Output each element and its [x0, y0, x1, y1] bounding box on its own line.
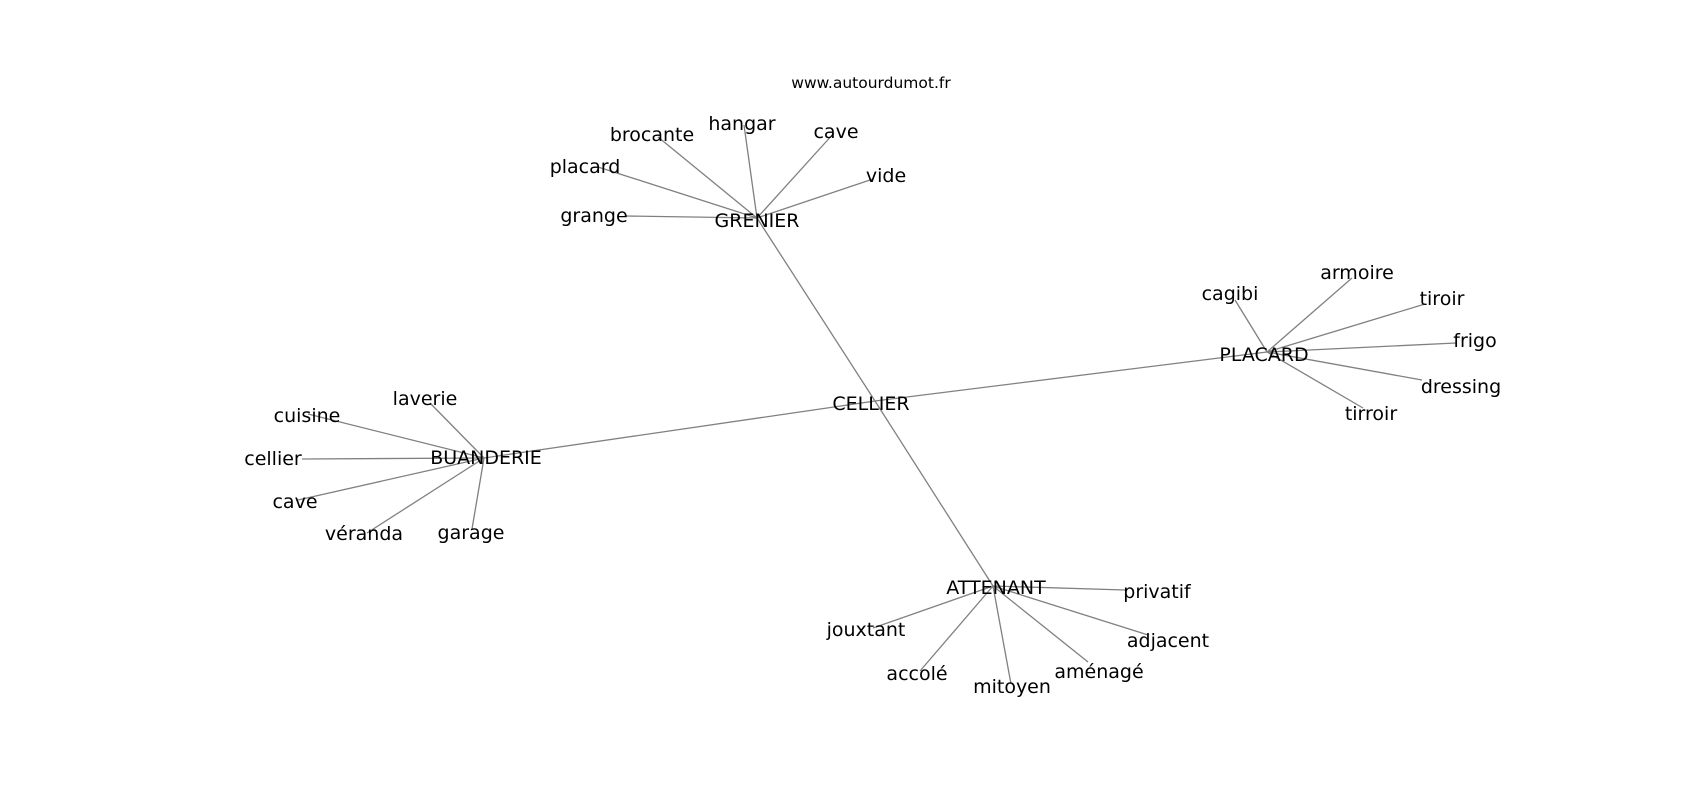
hub-node-label-attenant: ATTENANT [946, 577, 1046, 599]
edge-attenant-privatif [992, 585, 1126, 591]
edge-placard-dressing [1266, 351, 1423, 381]
edge-placard-tiroir [1266, 303, 1426, 353]
edge-grenier-grange [624, 215, 758, 219]
edge-center-attenant [874, 400, 994, 587]
leaf-node-label-buanderie-garage: garage [438, 522, 505, 544]
leaf-node-label-placard-cagibi: cagibi [1202, 283, 1259, 305]
leaf-node-label-attenant-jouxtant: jouxtant [826, 619, 906, 641]
center-node-label: CELLIER [832, 393, 909, 415]
leaf-node-label-buanderie-cuisine: cuisine [274, 405, 341, 427]
watermark-text: www.autourdumot.fr [791, 74, 951, 92]
edge-grenier-placard [597, 166, 758, 219]
leaf-node-label-buanderie-cellier: cellier [244, 448, 302, 470]
leaf-node-label-grenier-cave: cave [813, 121, 858, 143]
leaf-node-label-placard-tiroir: tiroir [1420, 288, 1465, 310]
edge-attenant-accole [919, 585, 994, 672]
leaf-node-label-buanderie-cave: cave [272, 491, 317, 513]
leaf-node-label-placard-armoire: armoire [1320, 262, 1394, 284]
edge-buanderie-veranda [366, 457, 485, 534]
edge-attenant-adjacent [992, 585, 1149, 636]
edge-placard-frigo [1266, 342, 1457, 353]
graph-edges [297, 124, 1457, 685]
edge-placard-cagibi [1234, 299, 1268, 353]
edge-buanderie-cave [297, 457, 485, 501]
leaf-node-label-grenier-grange: grange [560, 205, 627, 227]
edge-center-buanderie [483, 400, 876, 459]
edge-grenier-vide [756, 178, 874, 219]
edge-buanderie-cellier [301, 457, 485, 460]
edge-buanderie-garage [471, 457, 485, 530]
edge-grenier-cave [756, 132, 835, 219]
leaf-node-label-attenant-privatif: privatif [1123, 581, 1192, 603]
edge-grenier-hangar [743, 124, 758, 219]
leaf-node-label-attenant-adjacent: adjacent [1127, 630, 1209, 652]
leaf-node-label-placard-frigo: frigo [1453, 330, 1496, 352]
graph-labels: www.autourdumot.fr CELLIER GRENIER grange… [244, 74, 1501, 698]
leaf-node-label-grenier-placard: placard [550, 156, 621, 178]
leaf-node-label-grenier-hangar: hangar [708, 113, 775, 135]
edge-placard-armoire [1266, 277, 1353, 353]
leaf-node-label-attenant-mitoyen: mitoyen [973, 676, 1051, 698]
edge-grenier-brocante [657, 136, 758, 219]
edge-attenant-amenage [992, 585, 1089, 663]
edge-attenant-mitoyen [992, 585, 1012, 685]
leaf-node-label-buanderie-veranda: véranda [325, 523, 403, 545]
leaf-node-label-grenier-brocante: brocante [610, 124, 694, 146]
edge-attenant-jouxtant [872, 585, 994, 629]
hub-node-label-buanderie: BUANDERIE [430, 447, 542, 469]
hub-node-label-grenier: GRENIER [715, 210, 800, 232]
edge-center-placard [874, 351, 1268, 402]
leaf-node-label-attenant-accole: accolé [886, 663, 947, 685]
leaf-node-label-placard-tirroir: tirroir [1345, 403, 1398, 425]
edge-buanderie-cuisine [307, 413, 485, 459]
leaf-node-label-placard-dressing: dressing [1421, 376, 1501, 398]
leaf-node-label-grenier-vide: vide [866, 165, 906, 187]
leaf-node-label-buanderie-laverie: laverie [393, 388, 458, 410]
edge-center-grenier [756, 217, 876, 402]
hub-node-label-placard: PLACARD [1219, 344, 1308, 366]
leaf-node-label-attenant-amenage: aménagé [1054, 661, 1143, 683]
edge-placard-tirroir [1266, 351, 1364, 409]
edge-buanderie-laverie [429, 402, 485, 459]
